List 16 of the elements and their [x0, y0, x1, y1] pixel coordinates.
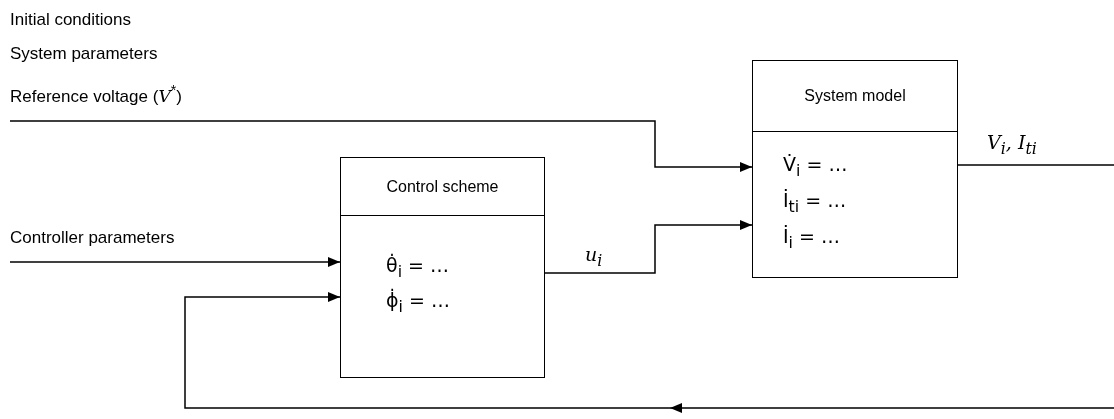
input-label: Initial conditions: [10, 10, 131, 30]
input-label: Controller parameters: [10, 228, 175, 248]
equation: İ$_{i}$ = …: [783, 224, 840, 254]
process-box: [752, 60, 958, 278]
arrow: [544, 220, 753, 274]
equation: İ$_{ti}$ = …: [783, 188, 847, 218]
arrow: [9, 257, 341, 267]
input-label: Reference voltage (V$^{*}$): [10, 82, 182, 107]
box-title: System model: [804, 87, 906, 105]
process-box: [340, 157, 545, 378]
equation: ϕ̇$_{i}$ = …: [386, 287, 450, 318]
input-label: System parameters: [10, 44, 158, 64]
box-title: Control scheme: [386, 177, 499, 196]
arrow: [9, 120, 753, 172]
equation: V̇$_{i}$ = …: [783, 152, 848, 182]
equation: θ̇$_{i}$ = …: [386, 252, 450, 283]
